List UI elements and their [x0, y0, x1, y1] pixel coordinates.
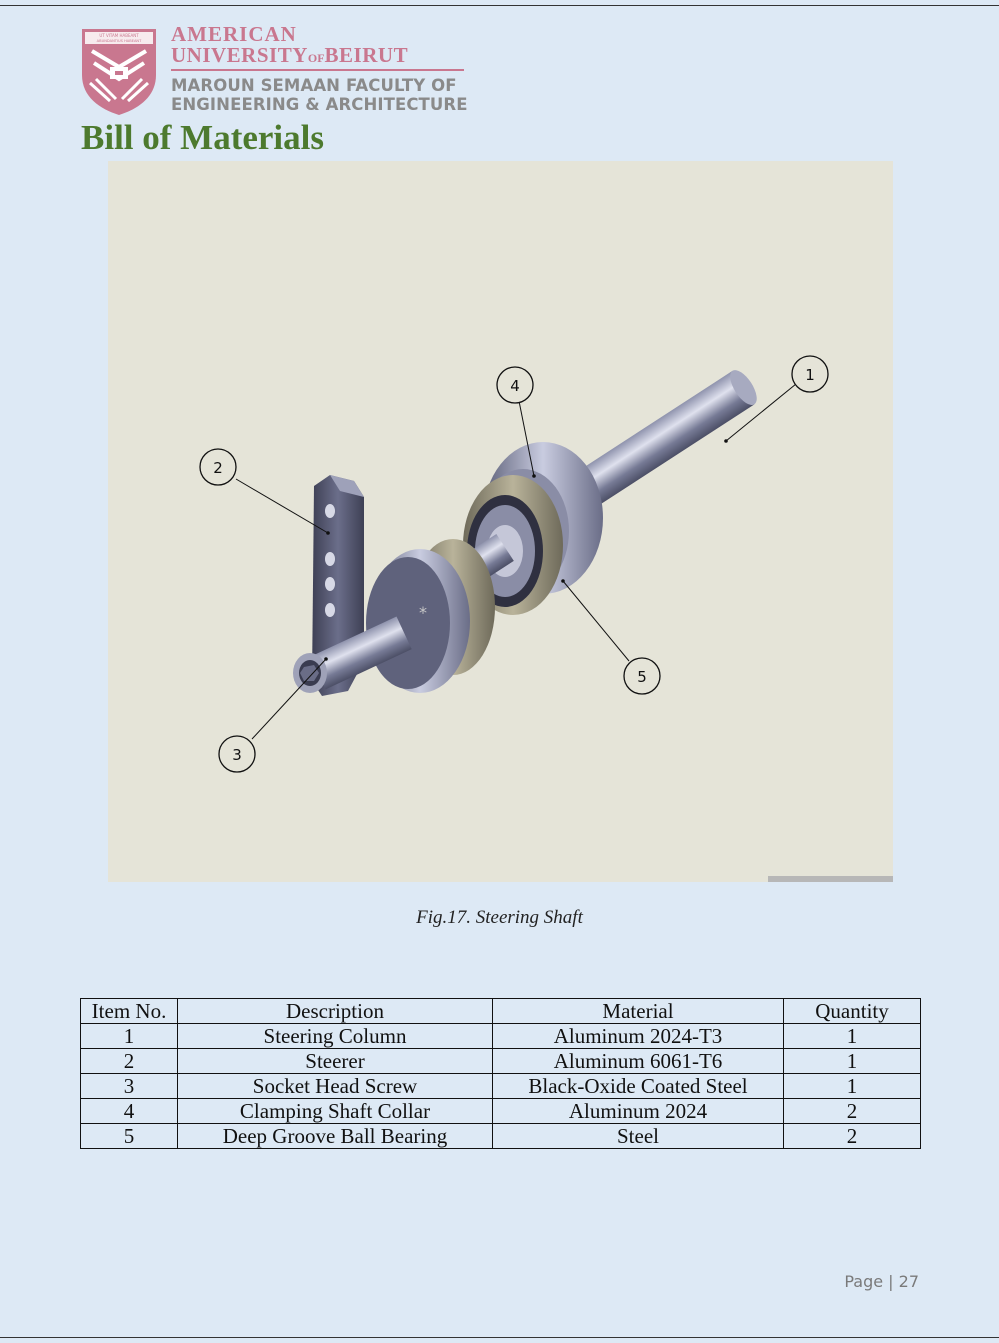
callout-2-label: 2 [213, 459, 223, 477]
cell-quantity: 1 [783, 1023, 921, 1049]
page-separator: | [888, 1272, 894, 1291]
table-row: 2 Steerer Aluminum 6061-T6 1 [80, 1048, 921, 1074]
cell-quantity: 2 [783, 1123, 921, 1149]
cell-material: Steel [492, 1123, 784, 1149]
university-name: AMERICAN UNIVERSITYOFBEIRUT [171, 24, 408, 69]
steering-shaft-figure: * 1 2 3 4 5 [108, 161, 893, 882]
bom-table: Item No. Description Material Quantity 1… [80, 998, 921, 1149]
callout-4: 4 [496, 366, 534, 404]
callout-1: 1 [791, 355, 829, 393]
callout-5-label: 5 [637, 668, 647, 686]
cell-material: Black-Oxide Coated Steel [492, 1073, 784, 1099]
callout-5: 5 [623, 657, 661, 695]
header-material: Material [492, 998, 784, 1024]
shield-motto-2: ABUNDANTIUS HABEANT [97, 39, 142, 43]
page-label: Page [844, 1272, 884, 1291]
cell-description: Deep Groove Ball Bearing [177, 1123, 493, 1149]
page-title: Bill of Materials [81, 118, 325, 157]
table-row: 1 Steering Column Aluminum 2024-T3 1 [80, 1023, 921, 1049]
svg-text:*: * [419, 603, 427, 622]
callout-2: 2 [199, 448, 237, 486]
page-number-value: 27 [898, 1272, 919, 1291]
university-name-line2: UNIVERSITYOFBEIRUT [171, 44, 408, 69]
cell-material: Aluminum 6061-T6 [492, 1048, 784, 1074]
cell-item-no: 4 [80, 1098, 178, 1124]
table-row: 4 Clamping Shaft Collar Aluminum 2024 2 [80, 1098, 921, 1124]
bom-header-row: Item No. Description Material Quantity [80, 998, 921, 1024]
university-beirut: BEIRUT [324, 43, 409, 67]
table-row: 3 Socket Head Screw Black-Oxide Coated S… [80, 1073, 921, 1099]
cell-quantity: 2 [783, 1098, 921, 1124]
header-description: Description [177, 998, 493, 1024]
faculty-line1: MAROUN SEMAAN FACULTY OF [171, 76, 457, 95]
cell-quantity: 1 [783, 1073, 921, 1099]
university-of: OF [307, 51, 325, 65]
cell-item-no: 5 [80, 1123, 178, 1149]
cell-item-no: 2 [80, 1048, 178, 1074]
faculty-name: MAROUN SEMAAN FACULTY OF ENGINEERING & A… [171, 76, 468, 114]
bottom-rule [0, 1337, 999, 1338]
callout-4-label: 4 [510, 377, 520, 395]
logo-divider [171, 69, 464, 71]
cell-material: Aluminum 2024-T3 [492, 1023, 784, 1049]
top-rule [0, 5, 999, 6]
cell-description: Steering Column [177, 1023, 493, 1049]
cell-item-no: 1 [80, 1023, 178, 1049]
header-quantity: Quantity [783, 998, 921, 1024]
university-word: UNIVERSITY [171, 43, 308, 67]
callout-1-label: 1 [805, 366, 815, 384]
cell-description: Steerer [177, 1048, 493, 1074]
figure-caption: Fig.17. Steering Shaft [416, 907, 583, 928]
shield-motto-1: UT VITAM HABEANT [99, 33, 139, 38]
faculty-line2: ENGINEERING & ARCHITECTURE [171, 95, 468, 114]
table-row: 5 Deep Groove Ball Bearing Steel 2 [80, 1123, 921, 1149]
aub-shield-logo: UT VITAM HABEANT ABUNDANTIUS HABEANT [82, 29, 156, 115]
page-number: Page | 27 [844, 1272, 919, 1291]
callout-3-label: 3 [232, 746, 242, 764]
header-item-no: Item No. [80, 998, 178, 1024]
cell-item-no: 3 [80, 1073, 178, 1099]
cell-description: Socket Head Screw [177, 1073, 493, 1099]
steering-shaft-drawing: * 1 2 3 4 5 [199, 355, 893, 882]
callout-3: 3 [218, 735, 256, 773]
cell-material: Aluminum 2024 [492, 1098, 784, 1124]
cell-description: Clamping Shaft Collar [177, 1098, 493, 1124]
cell-quantity: 1 [783, 1048, 921, 1074]
university-name-line1: AMERICAN [171, 22, 297, 46]
